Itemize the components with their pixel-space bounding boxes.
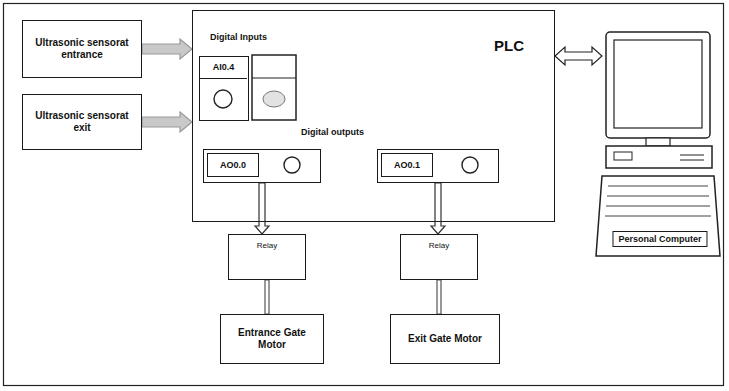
motor-box: Entrance Gate Motor [220,314,324,364]
box-label: Relay [429,241,449,251]
drive-slot [680,160,704,161]
relay-box: Relay [228,234,306,280]
input-box: AI0.4 [199,56,249,121]
computer-label: Personal Computer [612,231,707,247]
key-row [606,206,710,207]
motor-box: Exit Gate Motor [390,314,500,364]
box-label: Ultrasonic sensorat exit [29,110,135,134]
signal-arrow [265,280,269,314]
box-label: Exit Gate Motor [408,333,482,345]
monitor-screen [614,40,702,128]
pin-name: AO0.0 [207,153,259,177]
monitor-neck [646,138,670,146]
signal-arrow [437,280,441,314]
plc-title: PLC [494,37,524,54]
box-label: Relay [257,241,277,251]
keyboard [596,176,720,256]
signal-arrow [142,112,192,132]
box-label: Entrance Gate Motor [227,327,317,351]
section-label: Digital outputs [301,127,364,137]
relay-box: Relay [400,234,478,280]
key-row [605,216,711,217]
sensor-box: Ultrasonic sensorat exit [22,94,142,150]
divider-line [252,77,296,78]
drive-slot [614,152,632,160]
pin-name: AO0.1 [381,153,433,177]
indicator-lamp [462,157,478,173]
plc-box: PLC Digital InputsDigital outputs AI0.4AO0… [192,10,555,222]
section-label: Digital Inputs [210,32,267,42]
signal-arrow [142,39,192,59]
indicator-lamp [214,90,232,108]
computer-node: Personal Computer [602,28,718,258]
drive-slot [680,155,704,156]
signal-arrow [431,183,445,234]
sensor-box: Ultrasonic sensorat entrance [22,20,142,78]
indicator-lamp [263,91,285,107]
key-row [608,186,708,187]
pin-name: AI0.4 [200,57,247,79]
input-box [252,55,296,120]
output-box: AO0.1 [377,149,499,183]
signal-arrow [555,47,602,65]
box-label: Ultrasonic sensorat entrance [29,37,135,61]
monitor-frame [606,32,710,138]
outer-frame [4,4,724,386]
output-box: AO0.0 [203,149,321,183]
system-unit [606,146,712,168]
indicator-lamp [284,157,300,173]
key-row [607,196,709,197]
signal-arrow [255,183,269,234]
